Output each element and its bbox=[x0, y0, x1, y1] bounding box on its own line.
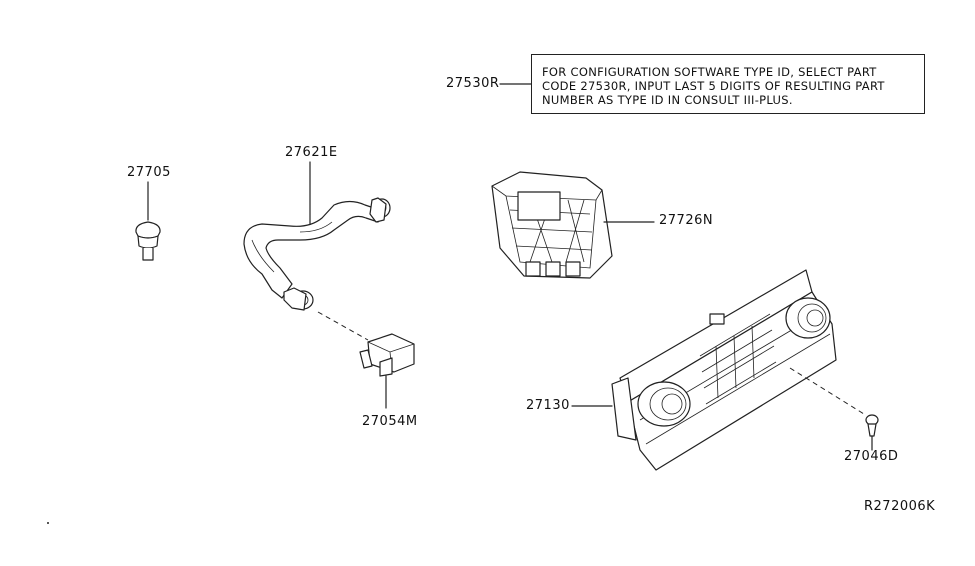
dash-link-hose bbox=[317, 311, 369, 341]
marker-dot bbox=[47, 522, 49, 524]
note-line-1: FOR CONFIGURATION SOFTWARE TYPE ID, SELE… bbox=[542, 65, 877, 79]
label-27046D[interactable]: 27046D bbox=[844, 449, 899, 464]
label-27726N[interactable]: 27726N bbox=[659, 213, 714, 228]
label-27130[interactable]: 27130 bbox=[526, 398, 570, 413]
module-27726N-drawing bbox=[491, 171, 655, 279]
label-27705[interactable]: 27705 bbox=[127, 165, 171, 180]
label-27530R[interactable]: 27530R bbox=[446, 76, 500, 91]
sensor-27054M-drawing bbox=[359, 333, 415, 409]
note-line-2: CODE 27530R, INPUT LAST 5 DIGITS OF RESU… bbox=[542, 79, 885, 93]
panel-27130-drawing bbox=[571, 269, 837, 471]
screw-27046D-drawing bbox=[865, 414, 879, 451]
dash-link-screw bbox=[789, 367, 865, 415]
note-line-3: NUMBER AS TYPE ID IN CONSULT III-PLUS. bbox=[542, 93, 793, 107]
clip-27705-drawing bbox=[135, 181, 161, 261]
hose-27621E-drawing bbox=[243, 161, 391, 311]
label-27054M[interactable]: 27054M bbox=[362, 414, 418, 429]
configuration-note: FOR CONFIGURATION SOFTWARE TYPE ID, SELE… bbox=[531, 54, 925, 114]
reference-code: R272006K bbox=[864, 499, 936, 514]
label-27621E[interactable]: 27621E bbox=[285, 145, 338, 160]
